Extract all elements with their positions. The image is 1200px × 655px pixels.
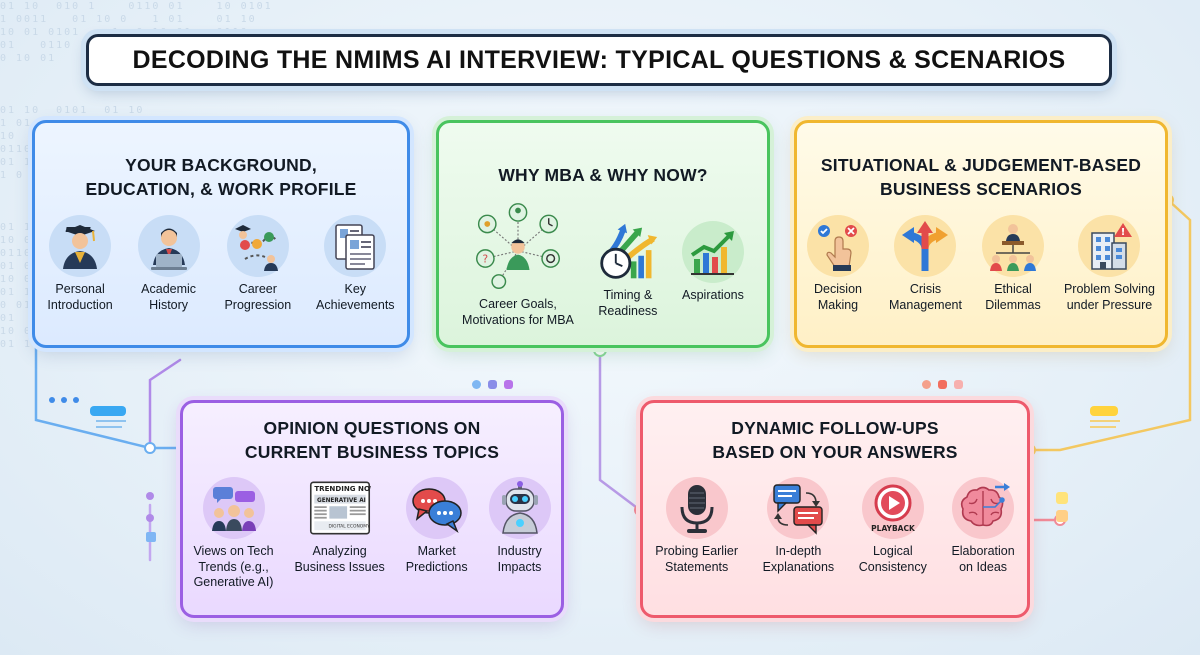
item-career-progression: Career Progression — [224, 215, 291, 313]
growth-chart-icon — [681, 221, 744, 283]
item-elaboration-ideas: Elaboration on Ideas — [951, 477, 1015, 575]
laptop-user-icon — [137, 215, 200, 277]
panel-why-mba: WHY MBA & WHY NOW? ? — [436, 120, 770, 348]
item-market-predictions: Market Predictions — [405, 477, 468, 591]
panel-title: YOUR BACKGROUND, EDUCATION, & WORK PROFI… — [85, 155, 357, 199]
item-timing-readiness: Timing & Readiness — [597, 221, 659, 328]
panel-title: DYNAMIC FOLLOW-UPS BASED ON YOUR ANSWERS — [712, 418, 958, 462]
chat-arrows-icon — [767, 477, 830, 539]
dots-purple — [472, 380, 513, 389]
documents-icon — [324, 215, 387, 277]
item-aspirations: Aspirations — [681, 221, 744, 328]
item-academic-history: Academic History — [137, 215, 200, 313]
item-ethical-dilemmas: Ethical Dilemmas — [981, 215, 1044, 313]
item-personal-introduction: Personal Introduction — [47, 215, 113, 313]
newspaper-icon: TRENDING NOW GENERATIVE AI DIGITAL ECONO… — [309, 477, 371, 539]
career-path-icon — [226, 215, 289, 277]
speech-bubbles-icon — [405, 477, 468, 539]
building-alert-icon: ! — [1078, 215, 1141, 277]
leader-team-icon — [981, 215, 1044, 277]
panel-dynamic-followups: DYNAMIC FOLLOW-UPS BASED ON YOUR ANSWERS… — [640, 400, 1030, 618]
item-probing-statements: Probing Earlier Statements — [655, 477, 738, 575]
clock-growth-icon — [597, 221, 659, 283]
svg-text:PLAYBACK: PLAYBACK — [871, 524, 916, 533]
item-problem-solving: ! Problem Solving under Pressure — [1064, 215, 1155, 313]
playback-icon: PLAYBACK — [861, 477, 924, 539]
dots-red — [922, 380, 963, 389]
panel-situational-scenarios: SITUATIONAL & JUDGEMENT-BASED BUSINESS S… — [794, 120, 1168, 348]
robot-icon — [488, 477, 551, 539]
item-key-achievements: Key Achievements — [316, 215, 395, 313]
item-logical-consistency: PLAYBACK Logical Consistency — [859, 477, 927, 575]
split-arrows-icon — [894, 215, 957, 277]
goals-network-icon: ? — [470, 199, 566, 295]
item-crisis-management: Crisis Management — [889, 215, 962, 313]
svg-text:DIGITAL ECONOMY: DIGITAL ECONOMY — [328, 523, 370, 529]
panel-title: SITUATIONAL & JUDGEMENT-BASED BUSINESS S… — [820, 155, 1142, 199]
svg-text:?: ? — [483, 253, 489, 265]
panel-title: WHY MBA & WHY NOW? — [498, 165, 708, 185]
panel-title: OPINION QUESTIONS ON CURRENT BUSINESS TO… — [244, 418, 500, 462]
item-analyzing-business: TRENDING NOW GENERATIVE AI DIGITAL ECONO… — [294, 477, 385, 591]
panel-opinion-questions: OPINION QUESTIONS ON CURRENT BUSINESS TO… — [180, 400, 564, 618]
item-views-tech-trends: Views on Tech Trends (e.g., Generative A… — [193, 477, 274, 591]
item-career-goals: ? Career Goals, Motivations for MBA — [462, 199, 574, 328]
svg-text:!: ! — [1121, 227, 1126, 238]
item-in-depth-explanations: In-depth Explanations — [763, 477, 834, 575]
microphone-icon — [665, 477, 728, 539]
panel-background-profile: YOUR BACKGROUND, EDUCATION, & WORK PROFI… — [32, 120, 410, 348]
svg-text:TRENDING NOW: TRENDING NOW — [314, 484, 371, 493]
item-decision-making: Decision Making — [807, 215, 869, 313]
svg-text:GENERATIVE AI: GENERATIVE AI — [317, 498, 366, 504]
graduate-icon — [49, 215, 112, 277]
brain-icon — [952, 477, 1015, 539]
discussion-people-icon — [202, 477, 265, 539]
item-industry-impacts: Industry Impacts — [488, 477, 551, 591]
decision-hand-icon — [807, 215, 869, 277]
page-title: DECODING THE NMIMS AI INTERVIEW: TYPICAL… — [86, 34, 1112, 86]
